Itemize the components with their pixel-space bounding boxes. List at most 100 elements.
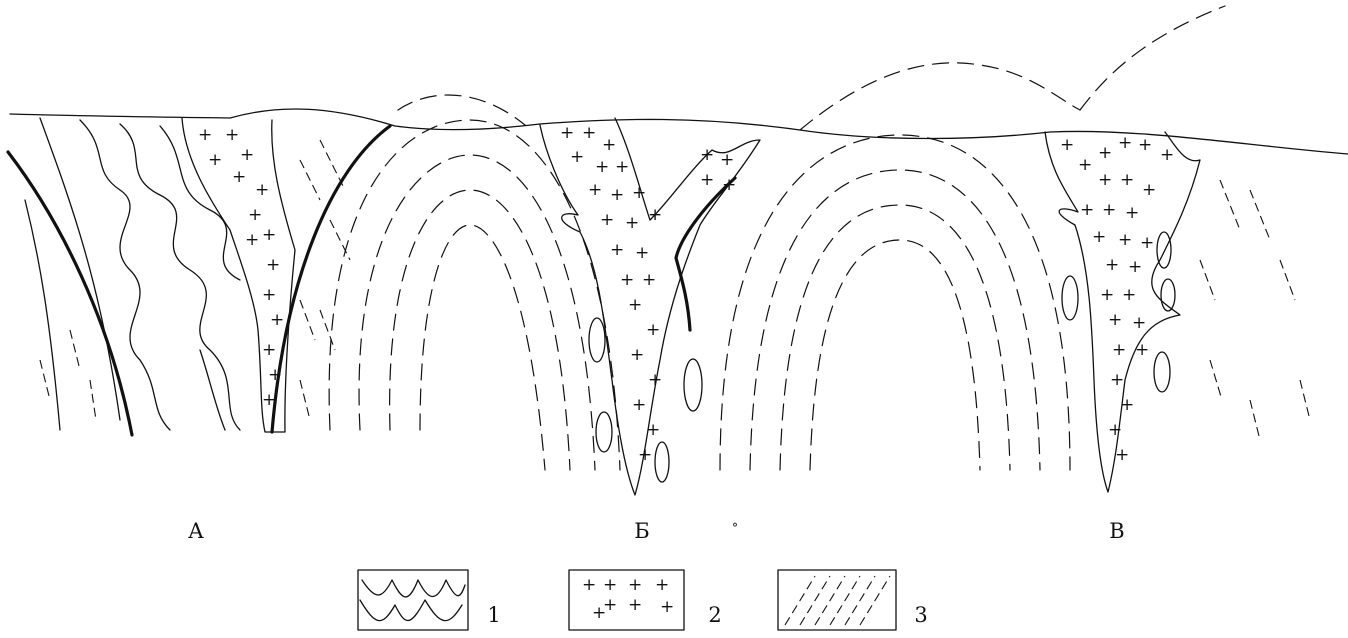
granite-plus: + <box>225 125 239 145</box>
granite-plus: + <box>1108 420 1122 440</box>
legend-plus: + <box>628 595 642 615</box>
legend: 1 ++++++++ 2 3 <box>357 569 928 631</box>
granite-plus: + <box>240 145 254 165</box>
granite-plus: + <box>646 420 660 440</box>
granite-plus: + <box>1100 285 1114 305</box>
granite-plus: + <box>1080 200 1094 220</box>
granite-plus-symbols: ++++++++++++++++++++++++++++++++++++++++… <box>198 123 1174 465</box>
granite-plus: + <box>700 145 714 165</box>
granite-plus: + <box>1098 143 1112 163</box>
granite-plus: + <box>232 167 246 187</box>
granite-plus: + <box>610 240 624 260</box>
granite-plus: + <box>1102 200 1116 220</box>
granite-plus: + <box>720 150 734 170</box>
granite-plus: + <box>722 175 736 195</box>
granite-plus: + <box>268 365 282 385</box>
granite-plus: + <box>1122 285 1136 305</box>
granite-plus: + <box>1118 133 1132 153</box>
granite-plus: + <box>266 255 280 275</box>
granite-plus: + <box>588 180 602 200</box>
granite-plus: + <box>560 123 574 143</box>
granite-plus: + <box>1142 180 1156 200</box>
granite-plus: + <box>1140 233 1154 253</box>
legend-plus: + <box>655 575 669 595</box>
stray-mark: ° <box>732 521 738 535</box>
granite-plus: + <box>1135 340 1149 360</box>
granite-plus: + <box>648 205 662 225</box>
granite-plus: + <box>582 123 596 143</box>
section-a-granite-outline <box>181 117 296 433</box>
granite-plus: + <box>255 180 269 200</box>
section-c-granite-outline <box>1044 131 1201 493</box>
granite-plus: + <box>1128 257 1142 277</box>
section-a-fault-right <box>270 124 392 434</box>
legend-plus: + <box>603 595 617 615</box>
legend-number-1: 1 <box>487 603 500 627</box>
section-c-lenses <box>1061 231 1176 393</box>
section-a-fault-left <box>6 150 134 437</box>
granite-plus: + <box>262 340 276 360</box>
granite-plus: + <box>620 270 634 290</box>
legend-item-1: 1 <box>357 569 501 631</box>
granite-plus: + <box>262 390 276 410</box>
section-label-b: Б <box>634 519 649 543</box>
granite-plus: + <box>632 395 646 415</box>
granite-plus: + <box>248 205 262 225</box>
granite-plus: + <box>1115 445 1129 465</box>
legend-plus: + <box>582 575 596 595</box>
granite-plus: + <box>648 370 662 390</box>
granite-plus: + <box>262 225 276 245</box>
legend-plus: + <box>603 575 617 595</box>
granite-plus: + <box>1108 310 1122 330</box>
eroded-arch-b <box>799 62 1081 131</box>
granite-plus: + <box>1138 135 1152 155</box>
granite-plus: + <box>632 183 646 203</box>
section-b-fault <box>674 176 737 332</box>
legend-number-2: 2 <box>708 603 721 627</box>
granite-plus: + <box>646 320 660 340</box>
section-label-a: А <box>188 519 204 543</box>
granite-plus: + <box>270 310 284 330</box>
legend-plus: + <box>660 597 674 617</box>
granite-plus: + <box>628 295 642 315</box>
granite-plus: + <box>1078 155 1092 175</box>
section-c-hatch <box>1199 179 1311 441</box>
legend-plus: + <box>592 603 606 623</box>
section-b-granite-outline <box>539 117 761 496</box>
granite-plus: + <box>635 243 649 263</box>
legend-item-2: ++++++++ 2 <box>568 569 722 631</box>
granite-plus: + <box>638 445 652 465</box>
legend-plus-symbols: ++++++++ <box>582 575 674 623</box>
granite-plus: + <box>198 125 212 145</box>
granite-plus: + <box>1120 395 1134 415</box>
legend-swatch-diagonal-dashes <box>777 569 897 631</box>
granite-plus: + <box>262 285 276 305</box>
granite-plus: + <box>1112 340 1126 360</box>
legend-plus: + <box>628 575 642 595</box>
granite-plus: + <box>615 157 629 177</box>
granite-plus: + <box>1160 145 1174 165</box>
granite-plus: + <box>595 157 609 177</box>
granite-plus: + <box>1118 230 1132 250</box>
legend-swatch-plus-signs <box>568 569 685 631</box>
legend-number-3: 3 <box>914 603 927 627</box>
granite-plus: + <box>1120 170 1134 190</box>
legend-item-3: 3 <box>777 569 928 631</box>
eroded-arch-b-limb <box>1079 5 1226 111</box>
granite-plus: + <box>600 210 614 230</box>
granite-plus: + <box>245 230 259 250</box>
granite-plus: + <box>1060 135 1074 155</box>
section-label-c: В <box>1109 519 1124 543</box>
granite-plus: + <box>625 213 639 233</box>
section-a-strata <box>24 117 241 431</box>
granite-plus: + <box>1125 203 1139 223</box>
granite-plus: + <box>1092 227 1106 247</box>
section-a-hatch <box>39 139 351 421</box>
granite-plus: + <box>1110 370 1124 390</box>
eroded-arch-a <box>397 94 526 126</box>
granite-plus: + <box>1098 170 1112 190</box>
anticline-ab <box>328 119 621 471</box>
granite-plus: + <box>602 135 616 155</box>
